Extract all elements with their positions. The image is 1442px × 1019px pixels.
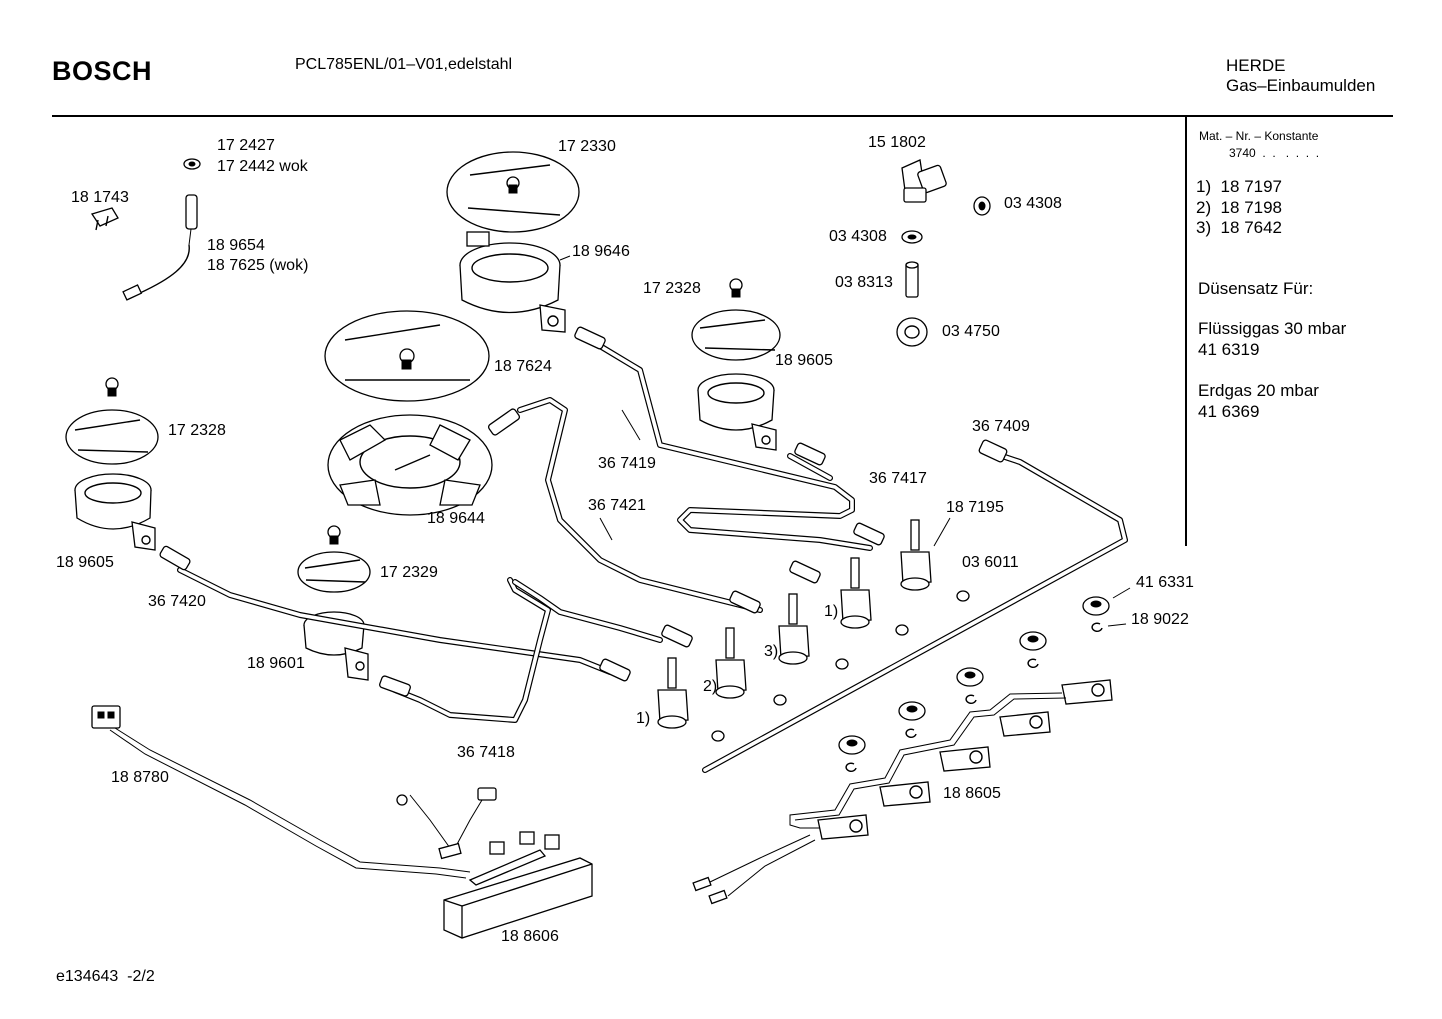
part-label: 36 7417: [869, 470, 927, 487]
part-label: 17 2427: [217, 137, 275, 154]
part-label: 03 6011: [962, 554, 1019, 571]
part-label: 18 7624: [494, 358, 552, 375]
part-label: 03 8313: [835, 274, 893, 291]
seal-03-4308-a: [973, 196, 991, 216]
variant-marker: 2): [703, 678, 718, 695]
part-label: 18 9022: [1131, 611, 1189, 628]
wok-burner-18-9644: [327, 414, 493, 516]
variant-item: 1) 18 7197: [1196, 177, 1283, 196]
part-label: 36 7421: [588, 497, 646, 514]
lpg-label: Flüssiggas 30 mbar: [1198, 319, 1347, 338]
variant-marker: 3): [764, 643, 779, 660]
gas-pipes: [177, 343, 1128, 773]
spring-clips: [845, 622, 1103, 772]
small-seals: [711, 590, 970, 742]
part-label: 18 7625 (wok): [207, 257, 309, 274]
document-id: e134643 -2/2: [56, 968, 155, 985]
part-label: 18 9654: [207, 237, 265, 254]
ignition-switches-18-8605: [817, 679, 1113, 840]
mat-number-header: Mat. – Nr. – Konstante: [1199, 129, 1319, 143]
part-label: 18 9605: [775, 352, 833, 369]
part-label: 18 9646: [572, 243, 630, 260]
brand-logo: BOSCH: [52, 56, 153, 86]
elbow-fitting-15-1802: [901, 159, 947, 203]
part-label: 03 4308: [1004, 195, 1062, 212]
seal-03-4308-b: [901, 230, 923, 244]
leader-lines: [559, 255, 1131, 627]
model-number: PCL785ENL/01–V01,edelstahl: [295, 56, 513, 73]
part-label: 41 6331: [1136, 574, 1194, 591]
switch-wiring: [692, 692, 1067, 905]
part-label: 17 2328: [168, 422, 226, 439]
variant-item: 2) 18 7198: [1196, 198, 1283, 217]
part-label: 17 2330: [558, 138, 616, 155]
thermocouple-group: [90, 158, 201, 301]
screw-right: [729, 278, 743, 298]
part-label: 03 4308: [829, 228, 887, 245]
part-label: 36 7420: [148, 593, 206, 610]
natgas-label: Erdgas 20 mbar: [1198, 381, 1319, 400]
part-label: 36 7419: [598, 455, 656, 472]
part-label: 36 7409: [972, 418, 1030, 435]
part-label: 17 2329: [380, 564, 438, 581]
part-label: 03 4750: [942, 323, 1000, 340]
part-label: 18 1743: [71, 189, 129, 206]
part-label: 18 8780: [111, 769, 169, 786]
lpg-part: 41 6319: [1198, 340, 1260, 359]
part-label: 17 2328: [643, 280, 701, 297]
nozzle-set-title: Düsensatz Für:: [1198, 279, 1314, 298]
category-subtitle: Gas–Einbaumulden: [1226, 76, 1376, 95]
screw-left: [105, 377, 119, 397]
natgas-part: 41 6369: [1198, 402, 1260, 421]
part-label: 18 9601: [247, 655, 305, 672]
part-label: 18 8605: [943, 785, 1001, 802]
burner-cap-small-middle: [297, 551, 371, 593]
wiring-harness-18-8780: [91, 705, 497, 879]
part-label: 18 9644: [427, 510, 485, 527]
category-title: HERDE: [1226, 56, 1286, 75]
ignition-unit-18-8606: [443, 831, 593, 939]
knob-rings: [838, 596, 1110, 755]
part-label: 17 2442 wok: [217, 158, 308, 175]
nozzle-fittings: [159, 326, 1008, 697]
part-label: 18 7195: [946, 499, 1004, 516]
variant-item: 3) 18 7642: [1196, 218, 1283, 237]
part-label: 18 8606: [501, 928, 559, 945]
burner-housing-left: [74, 473, 156, 551]
screw-middle: [327, 525, 341, 545]
mat-number-value: 3740 . . . . . .: [1229, 146, 1320, 160]
nut-03-4750: [896, 317, 928, 347]
part-label: 36 7418: [457, 744, 515, 761]
burner-housing-18-9646: [459, 231, 566, 333]
part-label: 18 9605: [56, 554, 114, 571]
wok-cap-18-7624: [324, 310, 490, 402]
nipple-03-8313: [905, 261, 919, 298]
variant-marker: 1): [636, 710, 651, 727]
burner-housing-right: [697, 373, 777, 451]
gas-valves: [657, 519, 932, 729]
part-label: 15 1802: [868, 134, 926, 151]
variant-marker: 1): [824, 603, 839, 620]
burner-cap-small-left: [65, 409, 159, 465]
burner-cap-small-right: [691, 309, 781, 361]
burner-cap-large: [446, 151, 580, 233]
